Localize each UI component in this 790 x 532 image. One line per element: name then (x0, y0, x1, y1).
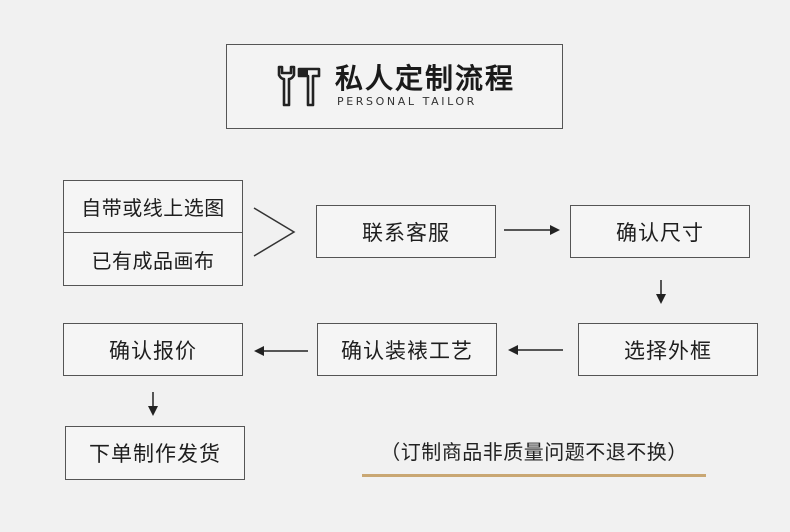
step-confirm-craft: 确认装裱工艺 (317, 323, 497, 376)
step-contact: 联系客服 (316, 205, 496, 258)
title-box: 私人定制流程 PERSONAL TAILOR (226, 44, 563, 129)
merge-chevron (253, 207, 296, 257)
step-choose-frame: 选择外框 (578, 323, 758, 376)
source-options-box: 自带或线上选图 已有成品画布 (63, 180, 243, 286)
return-policy-note: （订制商品非质量问题不退不换） (380, 440, 688, 464)
option-existing-canvas: 已有成品画布 (91, 248, 215, 273)
page-title: 私人定制流程 (335, 62, 516, 95)
option-own-image: 自带或线上选图 (64, 181, 242, 233)
page-subtitle: PERSONAL TAILOR (337, 95, 477, 108)
note-underline (362, 474, 706, 477)
tools-icon (277, 65, 321, 107)
step-confirm-size: 确认尺寸 (570, 205, 750, 258)
step-order: 下单制作发货 (65, 426, 245, 480)
step-confirm-quote: 确认报价 (63, 323, 243, 376)
